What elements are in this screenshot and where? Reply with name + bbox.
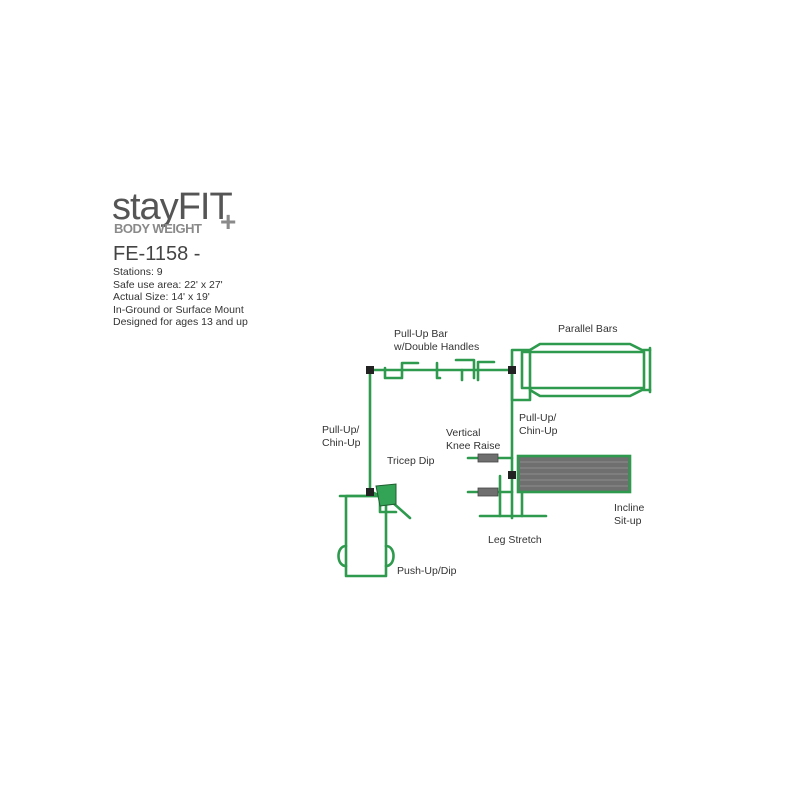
label-pullup-bar: Pull-Up Bar w/Double Handles [394,328,480,353]
spec-ages: Designed for ages 13 and up [113,316,248,329]
parallel-bar-bottom [528,388,652,398]
brand-subtitle: BODY WEIGHT [114,221,202,236]
spec-list: Stations: 9 Safe use area: 22' x 27' Act… [113,266,248,329]
parallel-bar-top [528,342,652,352]
pushup-dip-loop-left [337,544,348,568]
label-vertical-knee-raise: Vertical Knee Raise [446,427,501,452]
post-cap-bottom-left [366,488,374,496]
post-cap-top-left [366,366,374,374]
tricep-dip-seat [375,483,397,507]
label-pushup-dip: Push-Up/Dip [397,565,457,577]
label-pullup-right: Pull-Up/ Chin-Up [519,412,558,437]
spec-safe-area: Safe use area: 22' x 27' [113,278,223,291]
label-pullup-left: Pull-Up/ Chin-Up [322,424,361,449]
double-handle-mid [435,358,476,382]
double-handle-right [476,360,496,382]
spec-actual-size: Actual Size: 14' x 19' [113,291,210,304]
post-cap-mid-right [508,471,516,479]
label-parallel-bars: Parallel Bars [558,323,618,335]
label-incline-situp: Incline Sit-up [614,502,645,527]
post-cap-top-right [508,366,516,374]
model-number: FE-1158 - [113,243,201,265]
parallel-bars-rail [520,350,646,390]
pushup-dip-loop-right [384,544,395,568]
brand-name: stayFIT [112,186,233,228]
incline-situp-bench [516,454,632,494]
knee-raise-pad-bottom [477,487,499,497]
parallel-bars-frame [510,348,532,402]
label-tricep-dip: Tricep Dip [387,455,435,467]
spec-mount: In-Ground or Surface Mount [113,303,244,316]
plus-icon: + [220,206,237,237]
label-leg-stretch: Leg Stretch [488,534,542,546]
double-handle-left [383,361,420,380]
spec-stations: Stations: 9 [113,266,163,278]
knee-raise-pad-top [477,453,499,463]
